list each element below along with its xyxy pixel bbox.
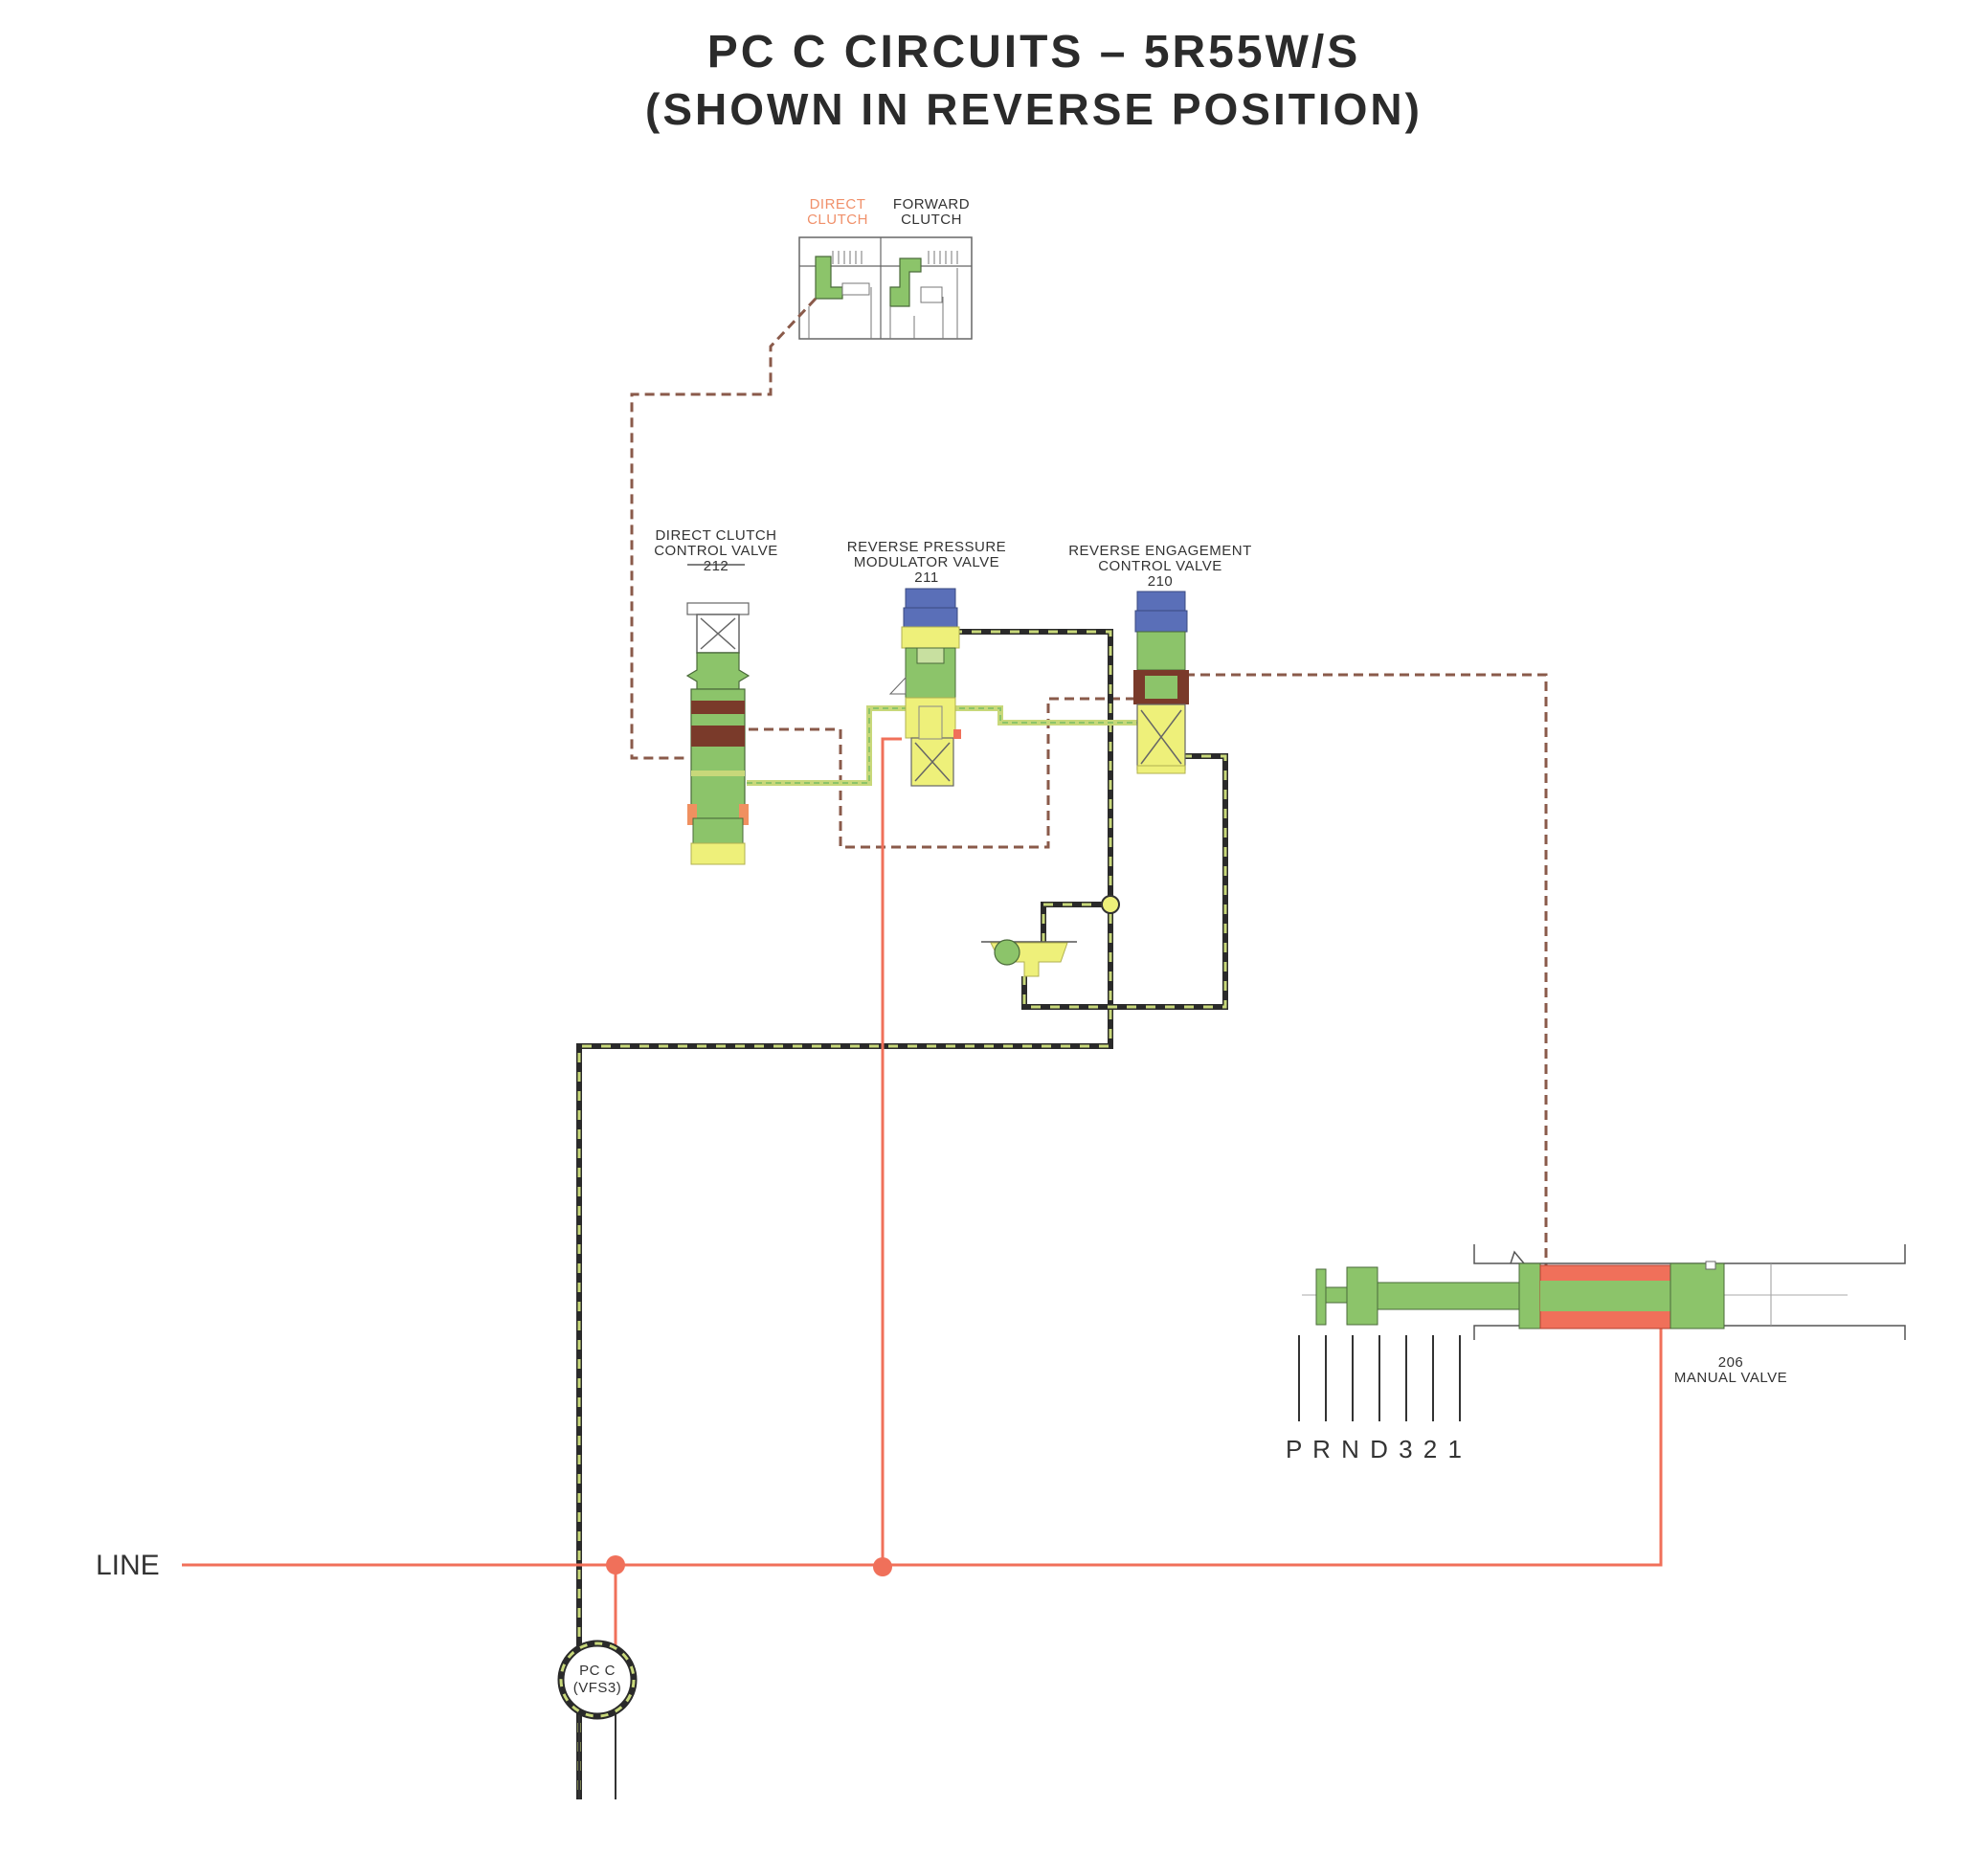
manual-valve-number: 206 — [1718, 1354, 1744, 1371]
direct-clutch-valve-label-1: DIRECT CLUTCH — [655, 527, 776, 544]
pcc-solenoid-label-1: PC C — [579, 1663, 616, 1679]
reverse-pressure-modulator-valve — [888, 588, 961, 787]
line-pressure-circuit — [182, 737, 1663, 1651]
direct-clutch-control-valve — [685, 564, 751, 865]
line-junction-right — [873, 1557, 892, 1576]
manual-valve-label: MANUAL VALVE — [1674, 1370, 1787, 1386]
gear-positions-label: P R N D 3 2 1 — [1286, 1435, 1464, 1463]
pcc-solenoid — [557, 1640, 638, 1799]
pcc-circuit — [576, 629, 1228, 1799]
direct-clutch-valve-number: 212 — [704, 558, 729, 574]
reverse-engagement-valve-label-1: REVERSE ENGAGEMENT — [1068, 543, 1252, 559]
direct-clutch-valve-label-2: CONTROL VALVE — [654, 543, 778, 559]
reverse-pressure-valve-label-2: MODULATOR VALVE — [854, 554, 999, 570]
manual-valve — [1298, 1244, 1906, 1421]
pcc-solenoid-label-2: (VFS3) — [573, 1680, 622, 1696]
direct-clutch-label-2: CLUTCH — [807, 212, 868, 228]
reverse-pressure-valve-number: 211 — [914, 570, 938, 586]
reverse-engagement-valve-number: 210 — [1148, 573, 1174, 590]
title-line-1: PC C CIRCUITS – 5R55W/S — [707, 27, 1360, 78]
title-line-2: (SHOWN IN REVERSE POSITION) — [645, 84, 1423, 134]
direct-clutch-label-1: DIRECT — [810, 196, 866, 212]
reverse-engagement-valve-label-2: CONTROL VALVE — [1098, 558, 1222, 574]
forward-clutch-label-2: CLUTCH — [901, 212, 962, 228]
line-junction-left — [606, 1555, 625, 1574]
direct-clutch-apply-circuit — [630, 297, 1548, 1268]
line-label: LINE — [96, 1550, 160, 1581]
forward-clutch-label-1: FORWARD — [893, 196, 970, 212]
reverse-engagement-control-valve — [1133, 591, 1189, 774]
check-ball-shuttle — [981, 895, 1120, 977]
clutch-assembly — [798, 236, 973, 340]
reverse-pressure-valve-label-1: REVERSE PRESSURE — [847, 539, 1006, 555]
